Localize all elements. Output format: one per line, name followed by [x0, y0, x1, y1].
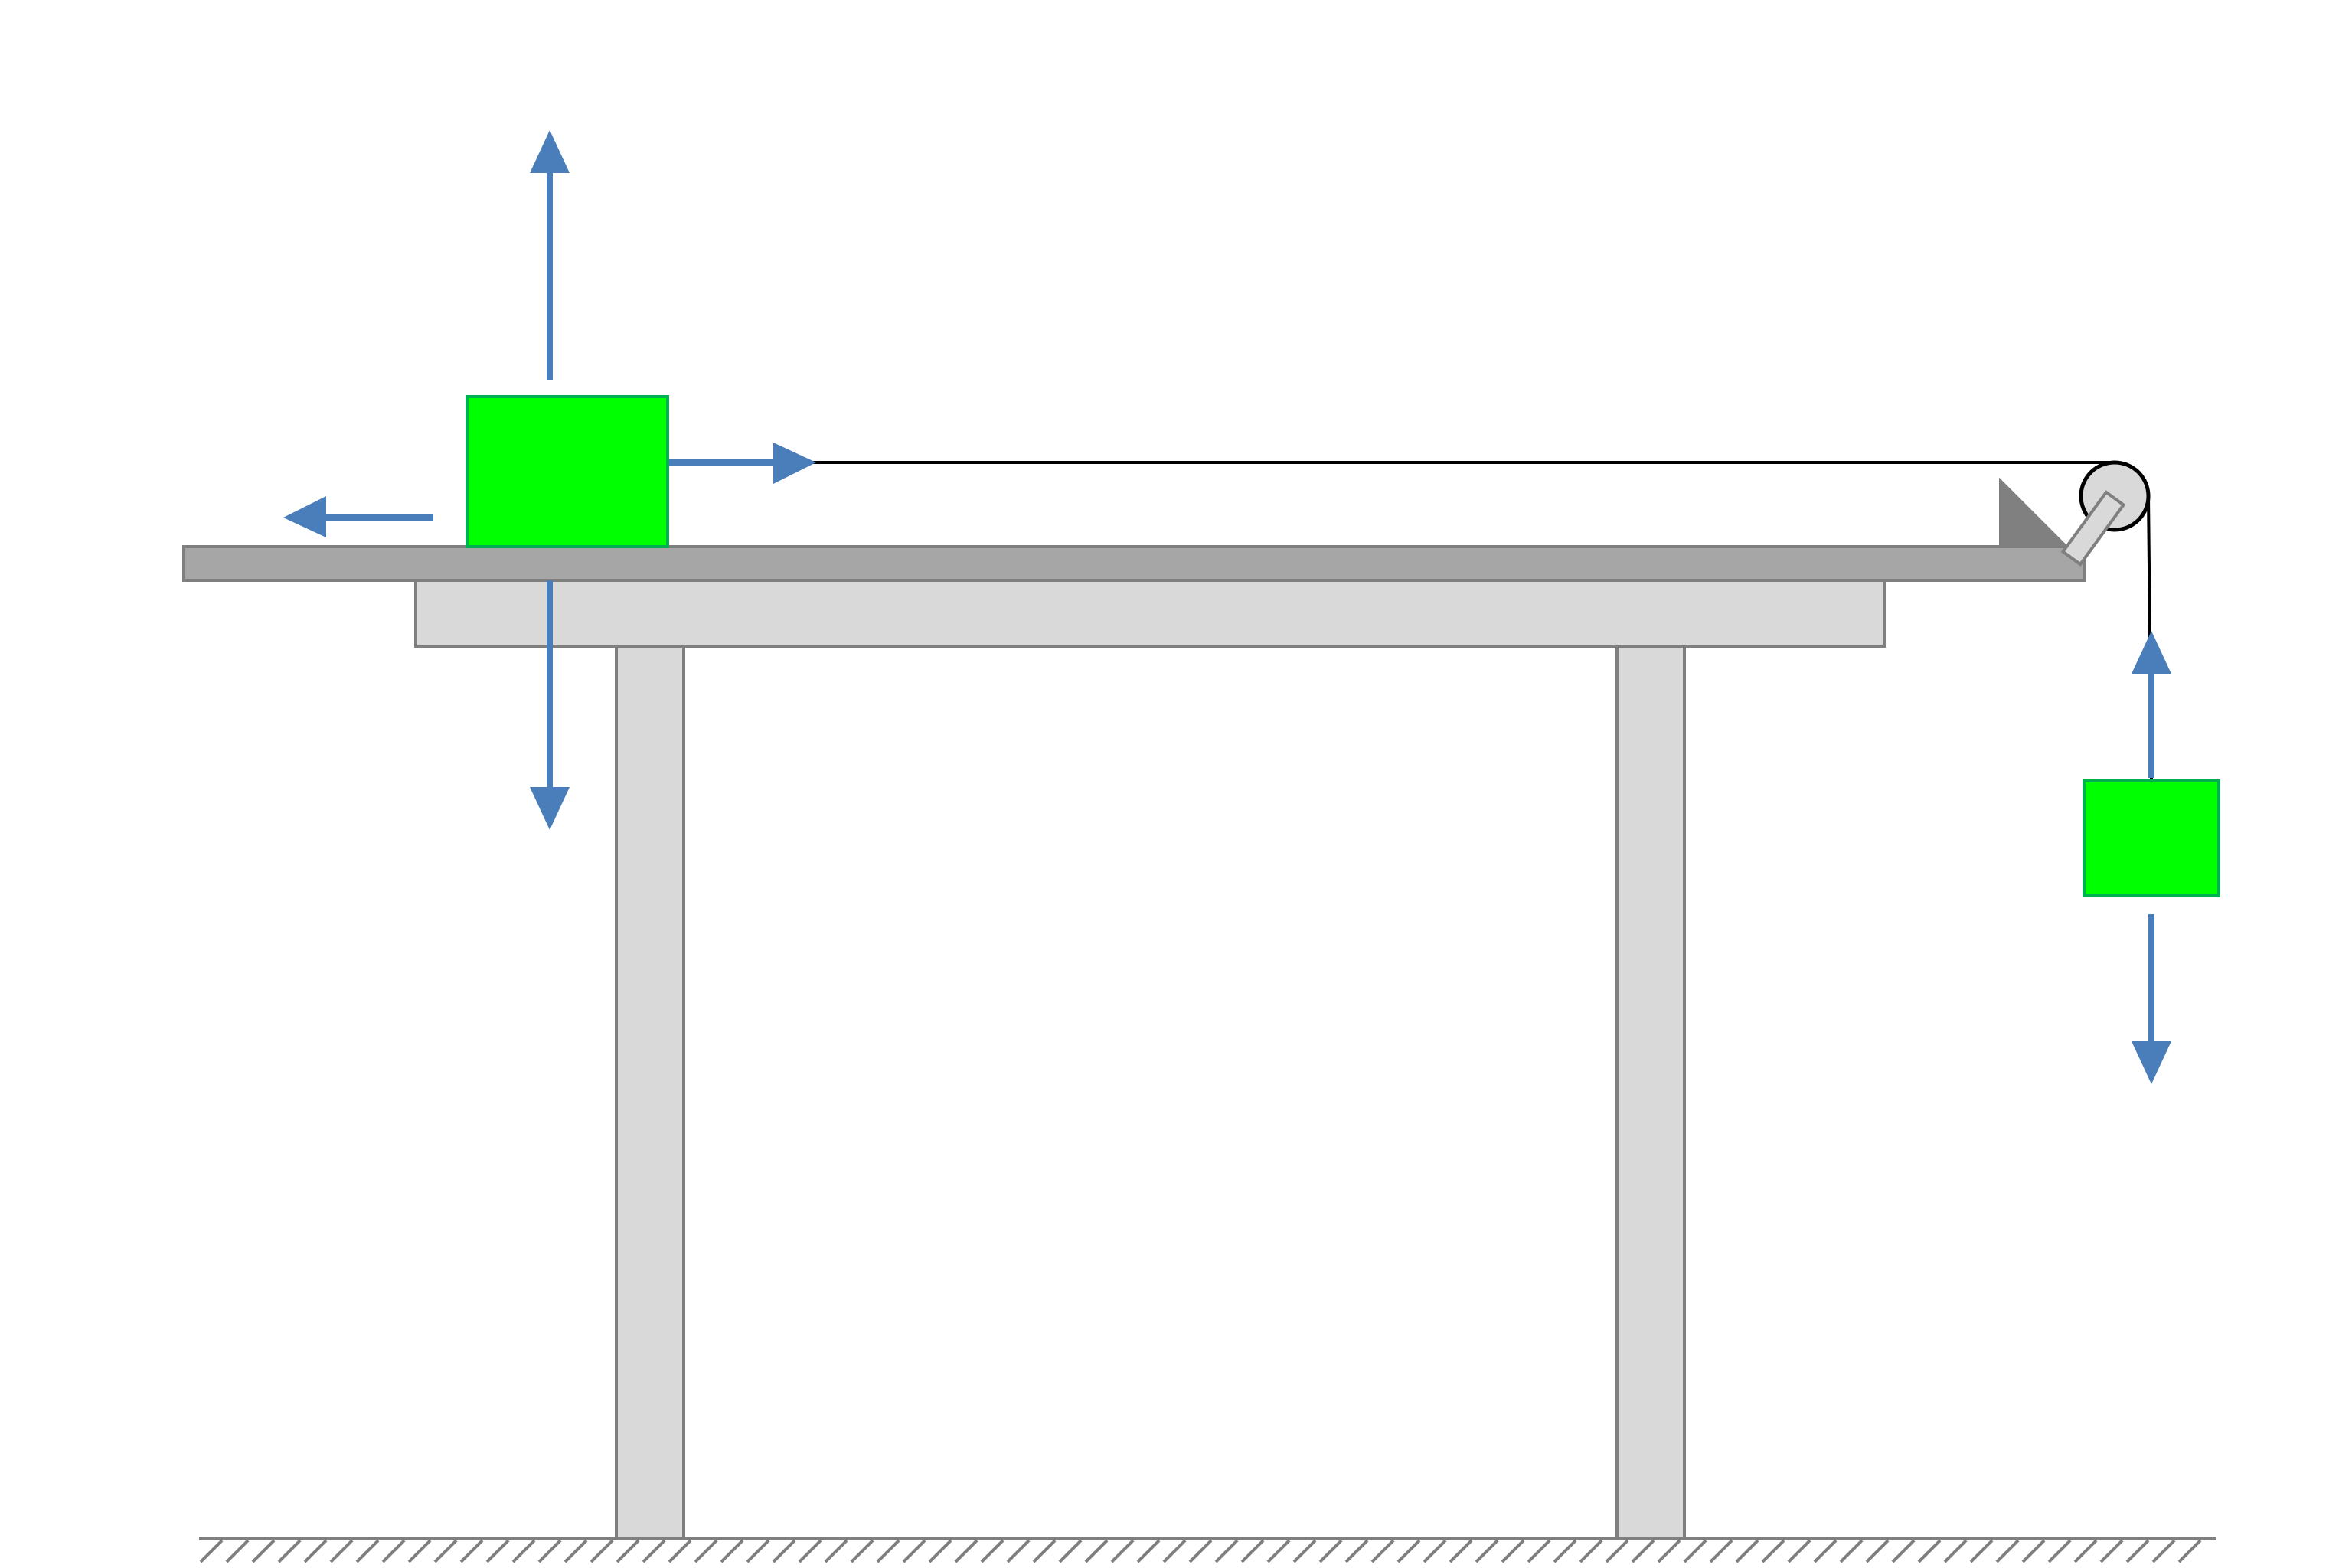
ground-hatch [772, 1539, 796, 1563]
ground-hatch [928, 1539, 952, 1563]
ground-hatch [1318, 1539, 1343, 1563]
ground-hatch [1292, 1539, 1317, 1563]
ground-hatch [329, 1539, 354, 1563]
table-top [182, 545, 2086, 582]
ground-hatch [746, 1539, 770, 1563]
ground-hatch [1136, 1539, 1161, 1563]
pulley [2060, 460, 2151, 567]
ground-hatch [1969, 1539, 1994, 1563]
table-block [466, 395, 669, 548]
ground-hatch [1683, 1539, 1707, 1563]
ground-hatch [954, 1539, 978, 1563]
ground-hatch [2151, 1539, 2176, 1563]
hanging-block [2082, 779, 2220, 897]
ground-hatch [1865, 1539, 1890, 1563]
ground-hatch [1058, 1539, 1083, 1563]
ground-hatch [1735, 1539, 1759, 1563]
table-apron [414, 577, 1886, 648]
ground-hatch [694, 1539, 718, 1563]
ground-hatch [590, 1539, 614, 1563]
ground-hatch [1006, 1539, 1031, 1563]
ground-hatch [537, 1539, 562, 1563]
ground-hatch [1839, 1539, 1864, 1563]
ground-hatch [668, 1539, 692, 1563]
ground-hatch [1813, 1539, 1838, 1563]
ground-hatch [381, 1539, 406, 1563]
ground-hatch [433, 1539, 458, 1563]
ground-hatch [1110, 1539, 1135, 1563]
ground-hatch [1032, 1539, 1057, 1563]
ground-hatch [2021, 1539, 2046, 1563]
ground-hatch [1188, 1539, 1213, 1563]
ground-hatch [1266, 1539, 1291, 1563]
table-leg-left [615, 645, 685, 1540]
ground-hatch [251, 1539, 276, 1563]
ground-hatch [2177, 1539, 2202, 1563]
ground-hatch [1579, 1539, 1603, 1563]
ground-hatch [564, 1539, 588, 1563]
ground-hatch [1501, 1539, 1525, 1563]
ground-hatch [355, 1539, 380, 1563]
ground-hatch [1709, 1539, 1733, 1563]
force-arrow-right-icon [669, 443, 816, 484]
ground-hatch [277, 1539, 302, 1563]
ground-hatches [199, 1539, 2202, 1563]
ground-hatch [980, 1539, 1004, 1563]
ground-hatch [1449, 1539, 1473, 1563]
hanging-force-arrow-down-icon [2132, 914, 2171, 1084]
ground-hatch [1657, 1539, 1681, 1563]
ground-hatch [1423, 1539, 1447, 1563]
ground-hatch [902, 1539, 926, 1563]
ground-hatch [2047, 1539, 2072, 1563]
ground-hatch [2125, 1539, 2150, 1563]
ground-hatch [1917, 1539, 1942, 1563]
pulley-bracket [2060, 490, 2126, 567]
ground-hatch [798, 1539, 822, 1563]
ground-hatch [1084, 1539, 1109, 1563]
ground-hatch [1370, 1539, 1395, 1563]
ground-hatch [850, 1539, 874, 1563]
force-arrow-left-icon [283, 496, 433, 537]
ground-hatch [1787, 1539, 1811, 1563]
ground-hatch [2099, 1539, 2124, 1563]
ground-hatch [1761, 1539, 1785, 1563]
ground-hatch [485, 1539, 510, 1563]
ground-hatch [824, 1539, 848, 1563]
stop-block [1999, 477, 2069, 547]
table-leg-right [1615, 645, 1686, 1540]
ground-hatch [616, 1539, 640, 1563]
ground-hatch [642, 1539, 666, 1563]
ground-hatch [1396, 1539, 1421, 1563]
hanging-force-arrow-up-icon [2132, 631, 2171, 778]
ground-hatch [1995, 1539, 2020, 1563]
ground-hatch [199, 1539, 224, 1563]
ground-hatch [2073, 1539, 2098, 1563]
ground-hatch [407, 1539, 432, 1563]
ground-hatch [1344, 1539, 1369, 1563]
ground-hatch [511, 1539, 536, 1563]
ground-hatch [1162, 1539, 1187, 1563]
ground-hatch [1891, 1539, 1916, 1563]
ground-hatch [876, 1539, 900, 1563]
ground-hatch [1631, 1539, 1655, 1563]
ground-hatch [1240, 1539, 1265, 1563]
ground-hatch [459, 1539, 484, 1563]
ground-hatch [303, 1539, 328, 1563]
ground-hatch [1605, 1539, 1629, 1563]
force-arrow-up-icon [530, 130, 570, 380]
force-arrow-down-icon [530, 580, 570, 830]
ground-hatch [1553, 1539, 1577, 1563]
ground-hatch [1214, 1539, 1239, 1563]
ground-hatch [225, 1539, 250, 1563]
ground-hatch [720, 1539, 744, 1563]
ground-hatch [1527, 1539, 1551, 1563]
ground-hatch [1475, 1539, 1499, 1563]
ground [199, 1537, 2216, 1563]
ground-hatch [1943, 1539, 1968, 1563]
